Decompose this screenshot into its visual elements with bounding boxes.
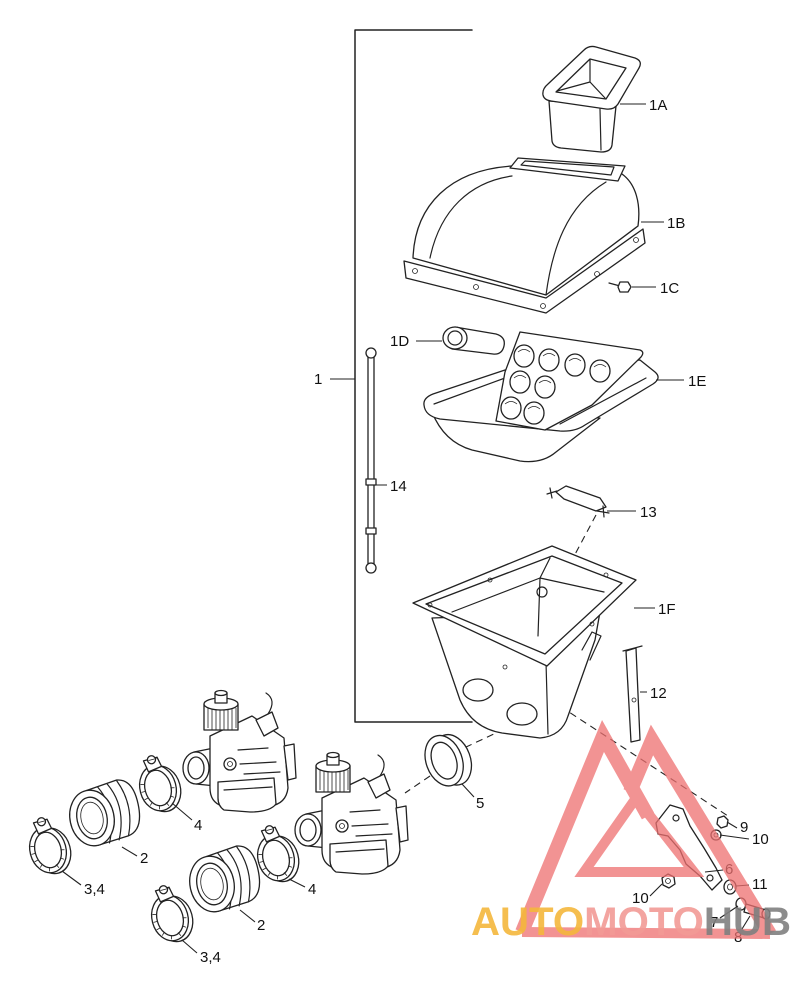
part-12-strap (622, 645, 643, 743)
callout-14: 14 (390, 478, 407, 495)
callout-2-lower: 2 (257, 917, 265, 934)
callout-11: 11 (752, 876, 768, 893)
part-1c-screw (608, 281, 632, 293)
callout-7: 7 (710, 914, 718, 931)
carburettor-right (294, 751, 409, 875)
assembly-1-bracket (354, 29, 473, 723)
callout-5: 5 (476, 795, 484, 812)
callout-10-lower: 10 (632, 890, 649, 907)
part-1a-intake-duct (542, 45, 641, 153)
callout-12: 12 (650, 685, 667, 702)
filter-holes (500, 344, 611, 425)
callout-1a: 1A (649, 97, 667, 114)
callout-2-upper: 2 (140, 850, 148, 867)
watermark-moto: MOTO (584, 900, 704, 944)
callout-3-4-upper: 3,4 (84, 881, 105, 898)
part-4-hose-clamp-upper (131, 749, 187, 818)
part-2-intake-boot-upper (63, 776, 146, 851)
callout-9: 9 (740, 819, 748, 836)
callout-1f: 1F (658, 601, 676, 618)
part-1d-tube (442, 326, 505, 355)
watermark-text: AUTOMOTOHUB (471, 900, 791, 944)
watermark-logo-icon (515, 720, 776, 939)
part-1f-airbox-base (412, 545, 637, 739)
watermark-auto: AUTO (471, 900, 584, 944)
callout-4-upper: 4 (194, 817, 202, 834)
callout-1: 1 (314, 371, 322, 388)
callout-1d: 1D (390, 333, 409, 350)
part-1e-filter-element (423, 331, 659, 463)
callout-1c: 1C (660, 280, 679, 297)
carburettor-left (182, 689, 297, 813)
callout-1b: 1B (667, 215, 685, 232)
part-3-4-hose-clamp-upper (21, 811, 77, 880)
part-1b-airbox-cover (403, 157, 646, 314)
callout-13: 13 (640, 504, 657, 521)
part-9-nut (716, 815, 729, 829)
part-3-4-hose-clamp-lower (143, 879, 199, 948)
part-5-rubber-ring (424, 733, 473, 787)
callout-3-4-lower: 3,4 (200, 949, 221, 966)
watermark-hub: HUB (704, 900, 791, 944)
callout-4-lower: 4 (308, 881, 316, 898)
callout-10-right: 10 (752, 831, 769, 848)
leader-lines (61, 103, 751, 954)
callout-1e: 1E (688, 373, 706, 390)
part-2-intake-boot-lower (183, 842, 266, 917)
part-13-bracket (546, 485, 610, 518)
part-14-rod (365, 347, 377, 574)
